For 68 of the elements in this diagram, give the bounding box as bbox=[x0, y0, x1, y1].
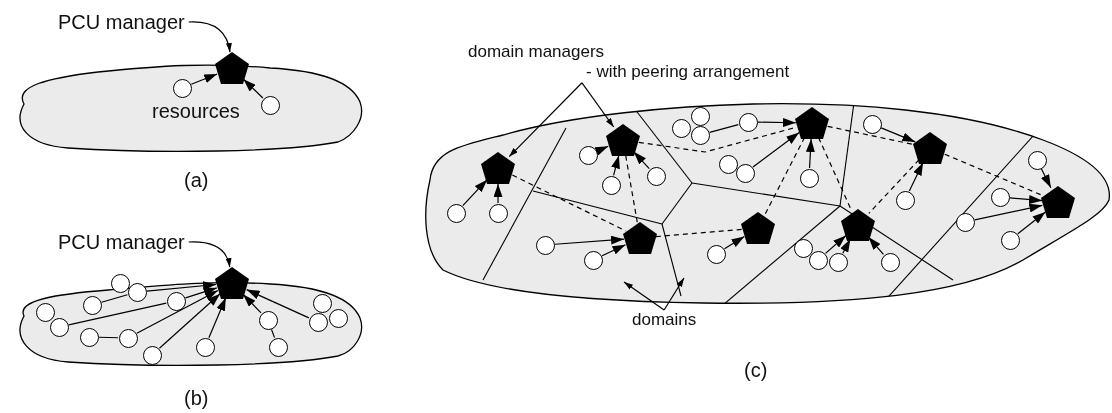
text-label: resources bbox=[152, 99, 240, 123]
arrow bbox=[805, 138, 815, 169]
leader-line bbox=[188, 21, 232, 53]
callout-text: PCU manager bbox=[58, 10, 185, 34]
arrow bbox=[136, 289, 219, 334]
peering-link bbox=[511, 174, 627, 232]
manager-pentagon bbox=[215, 52, 249, 84]
connector-line bbox=[709, 124, 739, 133]
manager-pentagon bbox=[741, 212, 775, 244]
arrow bbox=[1040, 168, 1052, 189]
leader-line bbox=[623, 281, 665, 311]
manager-pentagon bbox=[841, 209, 875, 241]
panel-label: (b) bbox=[184, 386, 209, 410]
arrow bbox=[601, 244, 627, 257]
arrow bbox=[908, 161, 924, 192]
callout-text: domain managers bbox=[468, 42, 606, 63]
peering-link bbox=[944, 153, 1044, 197]
arrow bbox=[554, 235, 625, 245]
arrow bbox=[824, 234, 847, 254]
arrow bbox=[1009, 195, 1043, 204]
arrow bbox=[867, 236, 885, 256]
leader-line bbox=[508, 82, 583, 158]
arrow bbox=[752, 131, 800, 168]
arrow bbox=[633, 151, 650, 170]
manager-pentagon bbox=[481, 152, 515, 184]
arrow bbox=[757, 118, 797, 128]
manager-pentagon bbox=[913, 132, 947, 164]
arrow bbox=[880, 127, 916, 143]
arrow bbox=[190, 73, 218, 85]
arrow bbox=[146, 281, 217, 292]
manager-pentagon bbox=[1041, 186, 1075, 218]
arrow bbox=[242, 293, 262, 314]
arrow bbox=[242, 78, 264, 99]
panel-label: (c) bbox=[744, 358, 768, 382]
connector-line bbox=[270, 328, 276, 339]
arrow bbox=[158, 293, 221, 349]
callout-text: - with peering arrangement bbox=[586, 62, 790, 83]
arrow bbox=[184, 287, 218, 299]
peering-link bbox=[625, 155, 638, 223]
leader-line bbox=[663, 277, 685, 311]
resource-circle bbox=[110, 273, 130, 293]
manager-pentagon bbox=[215, 267, 249, 299]
panel-label: (a) bbox=[184, 168, 209, 192]
peering-link bbox=[655, 228, 743, 238]
peering-link bbox=[827, 125, 915, 146]
connector-line bbox=[68, 302, 167, 326]
arrow bbox=[723, 235, 745, 250]
connector-line bbox=[101, 294, 128, 303]
manager-pentagon bbox=[623, 222, 657, 254]
arrow bbox=[1017, 211, 1047, 235]
manager-pentagon bbox=[795, 107, 829, 139]
arrow bbox=[462, 179, 488, 207]
peering-link bbox=[764, 136, 806, 215]
arrow bbox=[974, 203, 1043, 221]
leader-line bbox=[188, 241, 231, 268]
peering-link bbox=[868, 159, 920, 214]
callout-text: PCU manager bbox=[58, 230, 185, 254]
callout-text: domains bbox=[632, 310, 697, 331]
arrow bbox=[208, 297, 227, 339]
arrow bbox=[493, 183, 503, 204]
arrow bbox=[840, 238, 851, 254]
manager-pentagon bbox=[606, 124, 640, 156]
leader-line bbox=[581, 82, 615, 128]
arrow bbox=[245, 289, 310, 319]
connector-line bbox=[98, 336, 119, 339]
peering-link bbox=[818, 137, 852, 211]
arrow bbox=[611, 154, 620, 176]
arrow bbox=[594, 145, 609, 156]
